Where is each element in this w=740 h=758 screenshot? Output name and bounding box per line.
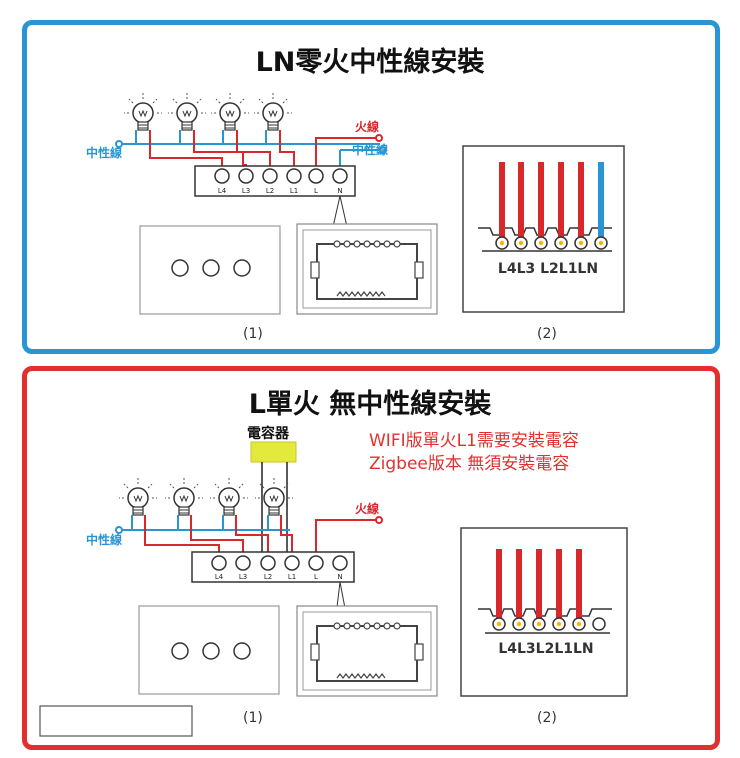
bottom-caption-2: (2) (537, 710, 557, 726)
bulb-icon (253, 92, 293, 131)
bottom-pins-label: L4L3L2L1LN (498, 641, 593, 657)
top-pins-box (462, 145, 625, 313)
bottom-neutral-wire (115, 515, 290, 534)
blank-box (39, 705, 193, 737)
capacitor-label: 電容器 (247, 426, 289, 442)
bulb-icon (209, 477, 249, 516)
bottom-panel-title: L單火 無中性線安裝 (248, 389, 492, 420)
top-terminal-block (194, 165, 356, 197)
bottom-switch-back (296, 605, 438, 697)
terminal-label: L4 (218, 187, 227, 195)
bulb-icon (164, 477, 204, 516)
terminal-label: L3 (242, 187, 250, 195)
top-panel-title: LN零火中性線安裝 (255, 47, 485, 78)
terminal-label: L (314, 187, 318, 195)
top-switch-front (139, 225, 281, 315)
bottom-pins-box (460, 527, 628, 697)
bottom-neutral-left-label: 中性線 (86, 533, 123, 547)
top-bulbs (123, 92, 293, 131)
terminal-label: L1 (290, 187, 298, 195)
terminal-label: L3 (239, 573, 247, 581)
bulb-icon (210, 92, 250, 131)
terminal-label: L2 (264, 573, 272, 581)
bulb-icon (167, 92, 207, 131)
bulb-icon (118, 477, 158, 516)
terminal-label: L4 (215, 573, 224, 581)
bottom-live-label: 火線 (355, 502, 380, 516)
top-neutral-right-label: 中性線 (352, 143, 389, 157)
ln-neutral-install-panel (22, 20, 720, 354)
top-caption-1: (1) (243, 326, 263, 342)
bottom-caption-1: (1) (243, 710, 263, 726)
bottom-bulbs (118, 477, 294, 516)
l-single-live-install-panel (22, 366, 720, 750)
top-neutral-wire (115, 130, 387, 170)
capacitor (250, 441, 297, 560)
top-live-label: 火線 (355, 120, 380, 134)
terminal-label: N (337, 187, 342, 195)
terminal-label: L2 (266, 187, 274, 195)
terminal-label: N (337, 573, 342, 581)
top-pins-label: L4L3 L2L1LN (498, 261, 598, 277)
top-caption-2: (2) (537, 326, 557, 342)
top-switch-back (296, 223, 438, 315)
bottom-terminal-block (191, 551, 355, 583)
note-zigbee: Zigbee版本 無須安裝電容 (369, 454, 570, 474)
bottom-switch-front (138, 605, 280, 695)
bulb-icon (123, 92, 163, 131)
note-wifi: WIFI版單火L1需要安裝電容 (369, 431, 579, 451)
terminal-label: L1 (288, 573, 296, 581)
top-neutral-left-label: 中性線 (86, 146, 123, 160)
terminal-label: L (314, 573, 318, 581)
